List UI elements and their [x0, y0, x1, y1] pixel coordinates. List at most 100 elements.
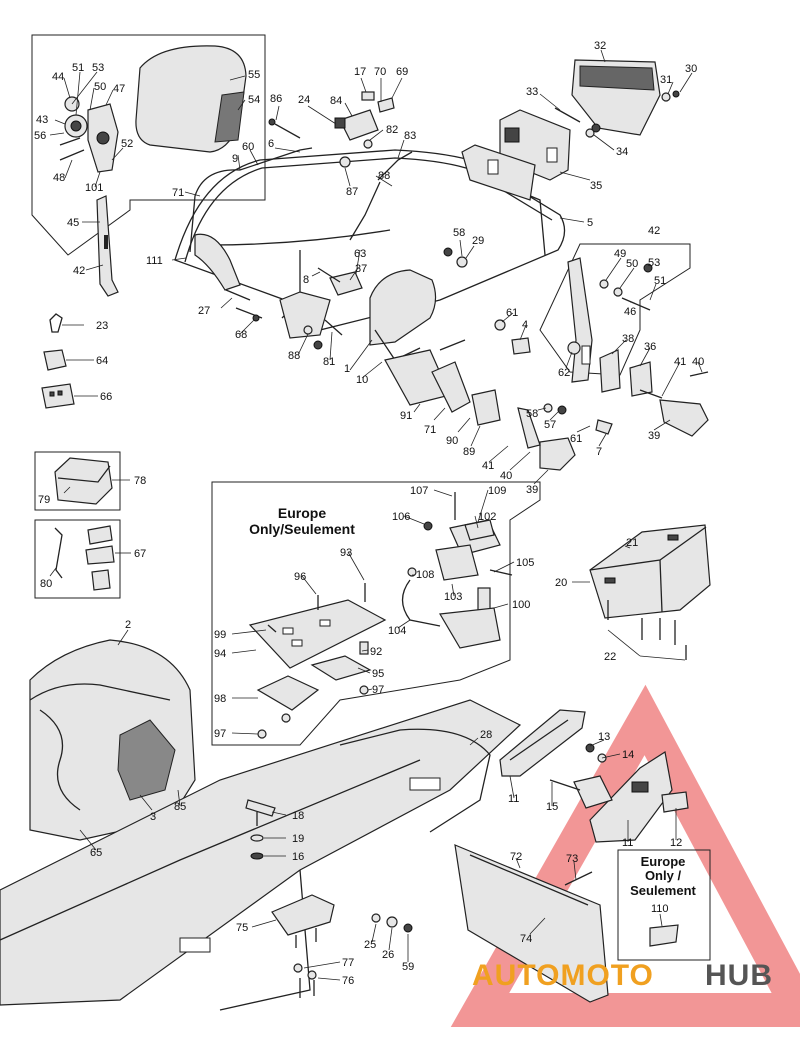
nuts-88 [303, 325, 323, 350]
callout: 104 [388, 625, 406, 637]
callout: 107 [410, 485, 428, 497]
callout: 89 [463, 446, 475, 458]
group-box-42-left [31, 34, 266, 256]
callout: 46 [624, 306, 636, 318]
callout: 48 [53, 172, 65, 184]
washers-center-right [443, 247, 613, 435]
callout: 10 [356, 374, 368, 386]
callout: 34 [616, 146, 628, 158]
callout: 11 [508, 793, 519, 805]
side-bracket-left-37 [279, 271, 363, 339]
taillight-32 [571, 59, 680, 136]
callout: 51 [72, 62, 84, 74]
callout: 109 [488, 485, 506, 497]
europe-heading-line2: Only/Seulement [249, 521, 355, 537]
callout: 4 [522, 319, 528, 331]
callout: 73 [566, 853, 578, 865]
callout: 20 [555, 577, 567, 589]
callout: 32 [594, 40, 606, 52]
callout-labels: 53 51 44 50 47 43 56 52 48 101 45 42 55 … [34, 40, 704, 987]
callout: 28 [480, 729, 492, 741]
group-box-78 [34, 451, 121, 511]
callout: 98 [214, 693, 226, 705]
callout: 61 [570, 433, 582, 445]
callout: 65 [90, 847, 102, 859]
tunnel-body [0, 699, 522, 1011]
europe2-heading-line2: Only / [645, 868, 682, 883]
europe-plates [248, 583, 387, 739]
callout: 16 [292, 851, 304, 863]
callout: 93 [340, 547, 352, 559]
taillight-bracket-35 [461, 109, 571, 201]
callout: 110 [651, 903, 669, 915]
callout: 44 [52, 71, 64, 83]
callout: 82 [386, 124, 398, 136]
switch-parts-84 [334, 91, 395, 149]
callout: 2 [125, 619, 131, 631]
callout: 94 [214, 648, 226, 660]
callout: 100 [512, 599, 530, 611]
callout: 50 [94, 81, 106, 93]
europe2-heading-line1: Europe [641, 854, 686, 869]
callout: 26 [382, 949, 394, 961]
callout: 25 [364, 939, 376, 951]
callout: 35 [590, 180, 602, 192]
screws-33-34 [554, 107, 595, 138]
callout: 61 [506, 307, 518, 319]
callout: 7 [596, 446, 602, 458]
windshield-55 [135, 45, 247, 153]
bolt-86 [268, 118, 301, 139]
callout: 106 [392, 511, 410, 523]
callout: 91 [400, 410, 412, 422]
callout: 1 [344, 363, 350, 375]
callout: 17 [354, 66, 366, 78]
callout: 23 [96, 320, 108, 332]
callout: 56 [34, 130, 46, 142]
callout: 108 [416, 569, 434, 581]
bracket-83 [349, 151, 413, 241]
watermark-logo: AUTOMOTO HUB [472, 959, 772, 992]
callout: 30 [685, 63, 697, 75]
callout: 52 [121, 138, 133, 150]
callout: 90 [446, 435, 458, 447]
callout: 19 [292, 833, 304, 845]
callout: 40 [500, 470, 512, 482]
callout: 71 [424, 424, 436, 436]
callout: 5 [587, 217, 593, 229]
callout: 47 [113, 83, 125, 95]
bracket-67 [85, 525, 115, 591]
connector-66 [41, 383, 75, 409]
callout: 88 [378, 170, 390, 182]
callout: 86 [270, 93, 282, 105]
callout: 97 [214, 728, 226, 740]
hitch-39-center [517, 407, 576, 471]
callout: 39 [526, 484, 538, 496]
callout: 92 [370, 646, 382, 658]
callout: 21 [626, 537, 638, 549]
latch-parts-91-90 [384, 339, 501, 426]
callout: 3 [150, 811, 156, 823]
callout: 77 [342, 957, 354, 969]
callout: 78 [134, 475, 146, 487]
europe-only-box-2 [617, 849, 711, 961]
callout: 101 [85, 182, 103, 194]
europe-box-2-heading: Europe Only / Seulement [630, 854, 696, 898]
callout: 9 [232, 153, 238, 165]
callout: 8 [303, 274, 309, 286]
callout: 58 [453, 227, 465, 239]
callout: 12 [670, 837, 682, 849]
callout: 63 [354, 248, 366, 260]
callout: 75 [236, 922, 248, 934]
europe-parts-top [401, 492, 513, 649]
callout: 62 [558, 367, 570, 379]
callout: 55 [248, 69, 260, 81]
callout: 97 [372, 684, 384, 696]
callout: 64 [96, 355, 108, 367]
hitch-39-right [639, 371, 709, 437]
callout: 58 [526, 408, 538, 420]
callout: 49 [614, 248, 626, 260]
callout: 53 [92, 62, 104, 74]
callout: 6 [268, 138, 274, 150]
